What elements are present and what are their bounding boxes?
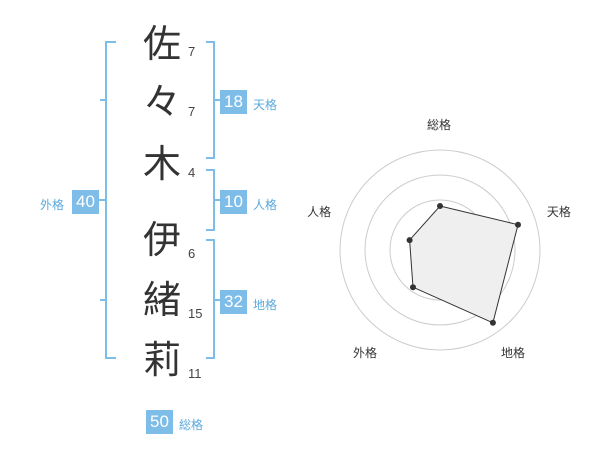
name-char-3: 木	[142, 142, 181, 186]
radar-points	[406, 203, 521, 326]
chikaku-label: 地格	[253, 298, 278, 312]
radar-ring-4	[339, 149, 541, 351]
radar-point-1	[515, 221, 521, 228]
radar-ring-3	[364, 174, 516, 326]
name-char-5: 緒	[142, 278, 181, 322]
soukaku-label: 総格	[179, 418, 204, 432]
radar-label-tenkaku: 天格	[546, 205, 571, 220]
radar-point-2	[489, 319, 496, 326]
tenkaku-label: 天格	[253, 98, 278, 112]
tenkaku-score: 18	[220, 90, 247, 114]
radar-label-soukaku: 総格	[427, 118, 452, 132]
gaikaku-score: 40	[72, 190, 99, 214]
radar-label-gaikaku: 外格	[352, 345, 377, 360]
stroke-count-5: 15	[188, 306, 203, 321]
radar-shape	[409, 205, 519, 324]
stroke-count-6: 11	[188, 366, 202, 381]
jinkaku-score: 10	[220, 190, 247, 214]
radar-point-4	[406, 237, 413, 244]
stroke-count-3: 4	[188, 165, 196, 180]
name-char-2: 々	[142, 80, 181, 124]
chikaku-score: 32	[220, 290, 247, 314]
radar-label-chikaku: 地格	[501, 345, 526, 360]
gaikaku-label: 外格	[40, 198, 65, 212]
radar-point-0	[437, 203, 443, 209]
jinkaku-label: 人格	[253, 198, 278, 212]
stroke-count-1: 7	[188, 44, 196, 59]
radar-label-jinkaku: 人格	[307, 205, 332, 220]
stroke-count-2: 7	[188, 104, 196, 119]
stroke-count-4: 6	[188, 246, 196, 261]
name-char-1: 佐	[142, 22, 181, 66]
name-char-4: 伊	[142, 218, 181, 262]
name-char-6: 莉	[142, 338, 181, 382]
radar-point-3	[410, 284, 416, 291]
soukaku-score: 50	[146, 410, 173, 434]
